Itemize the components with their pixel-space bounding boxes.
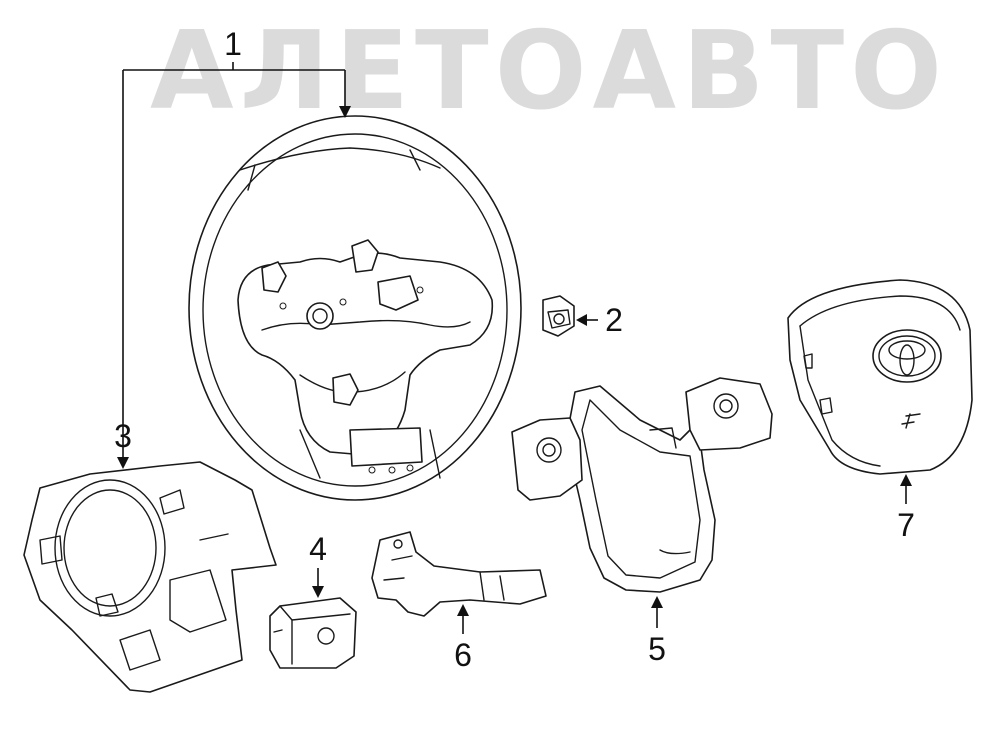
wiper-lever-part — [371, 531, 547, 617]
watermark-text: АЛЕТОАВТО — [150, 9, 948, 134]
toyota-logo-icon — [872, 329, 942, 383]
nut-part — [542, 295, 575, 337]
steering-switch-part — [511, 377, 773, 593]
callout-leaders — [117, 62, 912, 634]
callout-6: 6 — [454, 637, 472, 673]
callout-7: 7 — [897, 507, 915, 543]
callout-3: 3 — [114, 418, 132, 454]
column-cover-part — [23, 461, 277, 693]
spiral-cable-part — [269, 597, 357, 669]
airbag-module-part — [787, 279, 973, 475]
callout-4: 4 — [309, 531, 327, 567]
callout-2: 2 — [605, 302, 623, 338]
watermark: АЛЕТОАВТО — [150, 9, 948, 134]
steering-wheel-part — [188, 115, 522, 501]
callout-5: 5 — [648, 631, 666, 667]
callout-1: 1 — [224, 26, 242, 62]
